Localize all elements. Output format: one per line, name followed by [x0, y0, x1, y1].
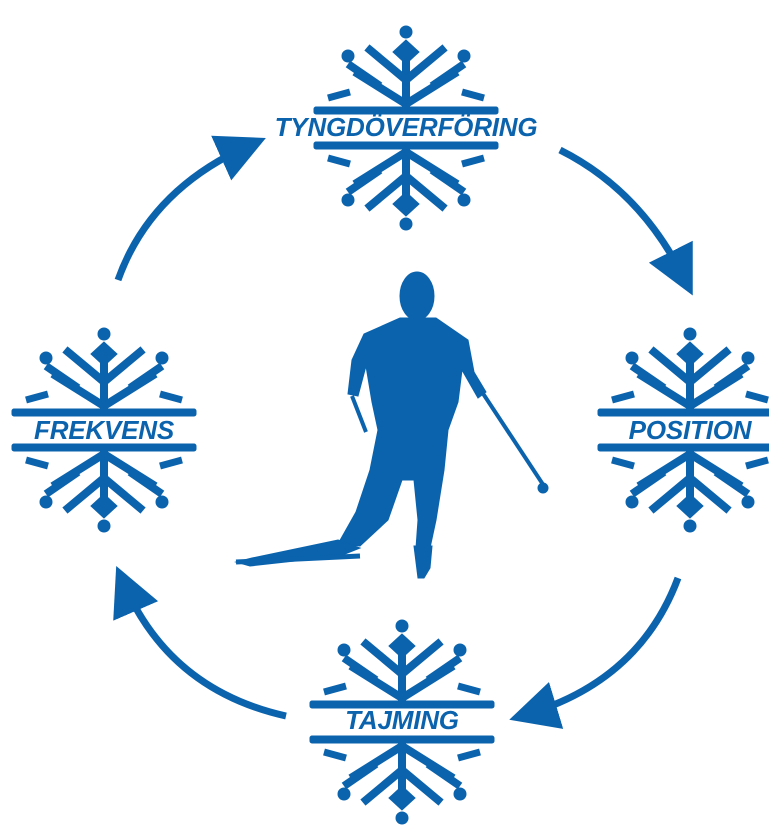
cycle-arrow-bottom-to-left [124, 584, 286, 716]
node-label-top: TYNGDÖVERFÖRING [275, 114, 538, 140]
cycle-arrow-right-to-bottom [528, 578, 678, 714]
cycle-arrow-left-to-top [118, 146, 248, 280]
cycle-arrow-top-to-right [560, 150, 684, 278]
node-label-right: POSITION [629, 417, 752, 443]
node-label-bottom: TAJMING [345, 707, 459, 733]
node-label-left: FREKVENS [34, 417, 174, 443]
cross-country-skier-icon [236, 272, 548, 578]
